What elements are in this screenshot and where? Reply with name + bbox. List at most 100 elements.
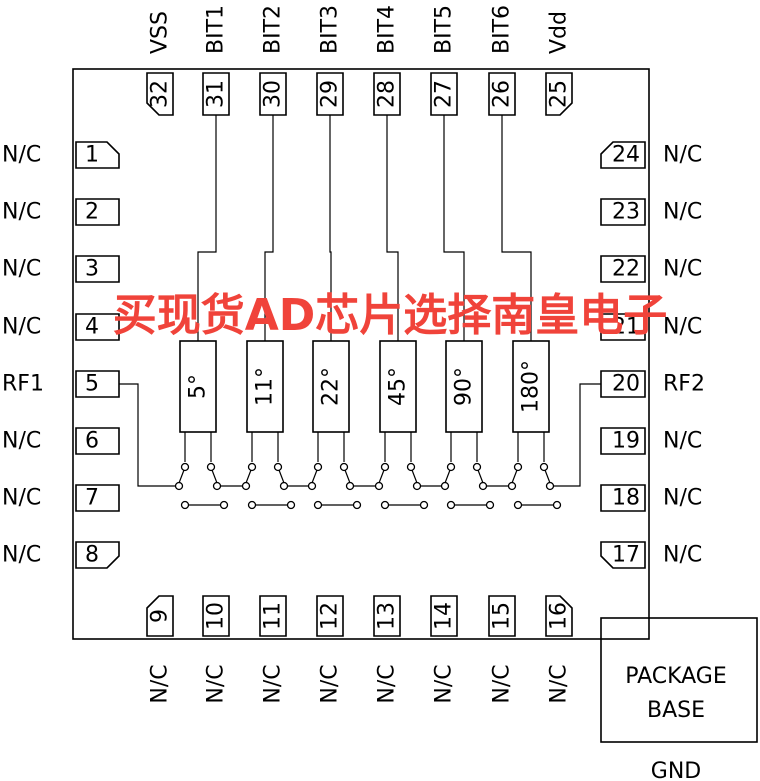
bit5-blade-left [444, 469, 451, 484]
pin-26-outline [488, 72, 516, 116]
phase-bit-6-label: 180° [519, 360, 544, 413]
pin-24-number: 24 [612, 143, 640, 168]
pin-22-name: N/C [663, 257, 702, 282]
pin-28-outline [373, 72, 401, 116]
phase-bit-5-label: 90° [452, 367, 477, 406]
bit2-blade-right [278, 469, 285, 484]
pin-4-name: N/C [2, 315, 41, 340]
pin-30-outline [259, 72, 287, 116]
pin-1-outline [75, 141, 120, 169]
pin-22-outline [600, 255, 646, 283]
bit6-common-left [507, 481, 517, 491]
bit2-contact-left [247, 462, 257, 472]
bit1-contact-left [180, 462, 190, 472]
pin-16-number: 16 [547, 602, 572, 630]
pin-8-number: 8 [85, 543, 99, 568]
bit1-contact-right [206, 462, 216, 472]
phase-bit-2-label: 11° [253, 367, 278, 406]
package-base-line2: BASE [647, 698, 705, 723]
pins-layer: 32VSS31BIT130BIT229BIT328BIT427BIT526BIT… [2, 5, 705, 704]
pin-4-outline [75, 313, 120, 341]
pin-31-name: BIT1 [204, 5, 229, 54]
pin-17-outline [600, 541, 646, 569]
pin-6-name: N/C [2, 429, 41, 454]
pin-30-number: 30 [261, 80, 286, 108]
control-line-bit4 [386, 115, 399, 341]
pin-12-outline [316, 595, 344, 637]
pin-11-name: N/C [261, 664, 286, 703]
pin-29-number: 29 [318, 80, 343, 108]
phase-bit-6-box [512, 340, 550, 433]
bit2-common-left [241, 481, 251, 491]
bit3-contact-left [313, 462, 323, 472]
pin-18-outline [600, 484, 646, 512]
pin-30-name: BIT2 [261, 5, 286, 54]
rf2-path [553, 383, 601, 487]
pin-14-name: N/C [432, 664, 457, 703]
bit5-bypass-right [485, 500, 495, 510]
bit2-bypass-left [247, 500, 257, 510]
pin-2-name: N/C [2, 200, 41, 225]
pin-9-outline [146, 595, 174, 637]
pin-3-number: 3 [85, 257, 99, 282]
bit6-blade-right [544, 469, 551, 484]
pin-7-name: N/C [2, 486, 41, 511]
pin-27-name: BIT5 [432, 5, 457, 54]
bit3-common-left [307, 481, 317, 491]
bit1-common-left [174, 481, 184, 491]
package-outline [72, 68, 650, 640]
pin-10-outline [202, 595, 230, 637]
package-base-box [600, 617, 758, 743]
bit5-blade-right [477, 469, 484, 484]
pin-13-number: 13 [375, 602, 400, 630]
bit2-blade-left [245, 469, 252, 484]
bit2-bypass-right [286, 500, 296, 510]
pin-5-number: 5 [85, 372, 99, 397]
bit6-blade-left [511, 469, 518, 484]
pin-19-name: N/C [663, 429, 702, 454]
pin-1-name: N/C [2, 143, 41, 168]
pin-15-number: 15 [490, 602, 515, 630]
bit5-contact-left [446, 462, 456, 472]
pin-1-number: 1 [85, 143, 99, 168]
pin-32-outline [146, 72, 174, 116]
pin-13-outline [373, 595, 401, 637]
control-line-bit5 [443, 115, 465, 341]
pin-15-outline [488, 595, 516, 637]
bit4-bypass-left [380, 500, 390, 510]
pin-4-number: 4 [85, 315, 99, 340]
phase-bit-3-box [312, 340, 350, 433]
pin-29-name: BIT3 [318, 5, 343, 54]
control-line-bit1 [197, 115, 217, 341]
pin-23-name: N/C [663, 200, 702, 225]
pin-16-name: N/C [547, 664, 572, 703]
pin-19-number: 19 [612, 429, 640, 454]
bit1-bypass-left [180, 500, 190, 510]
pin-8-outline [75, 541, 120, 569]
pin-3-outline [75, 255, 120, 283]
package-base-line1: PACKAGE [625, 664, 727, 689]
pin-21-number: 21 [612, 315, 640, 340]
pin-12-name: N/C [318, 664, 343, 703]
pin-21-outline [600, 313, 646, 341]
pin-7-number: 7 [85, 486, 99, 511]
pin-26-number: 26 [490, 80, 515, 108]
bit1-bypass-right [219, 500, 229, 510]
pin-28-number: 28 [375, 80, 400, 108]
phase-bit-4-box [379, 340, 417, 433]
bit6-contact-left [513, 462, 523, 472]
pin-25-outline [545, 72, 573, 116]
watermark-text: 买现货AD芯片选择南皇电子 [113, 290, 668, 341]
pin-27-outline [430, 72, 458, 116]
pin-20-number: 20 [612, 372, 640, 397]
bit3-bypass-left [313, 500, 323, 510]
pin-6-number: 6 [85, 429, 99, 454]
rf1-path [119, 383, 176, 487]
pin-10-number: 10 [204, 602, 229, 630]
pin-17-number: 17 [612, 543, 640, 568]
bit4-blade-left [378, 469, 385, 484]
pin-19-outline [600, 427, 646, 455]
pin-9-number: 9 [148, 609, 173, 623]
bit4-contact-right [406, 462, 416, 472]
bit2-contact-right [273, 462, 283, 472]
